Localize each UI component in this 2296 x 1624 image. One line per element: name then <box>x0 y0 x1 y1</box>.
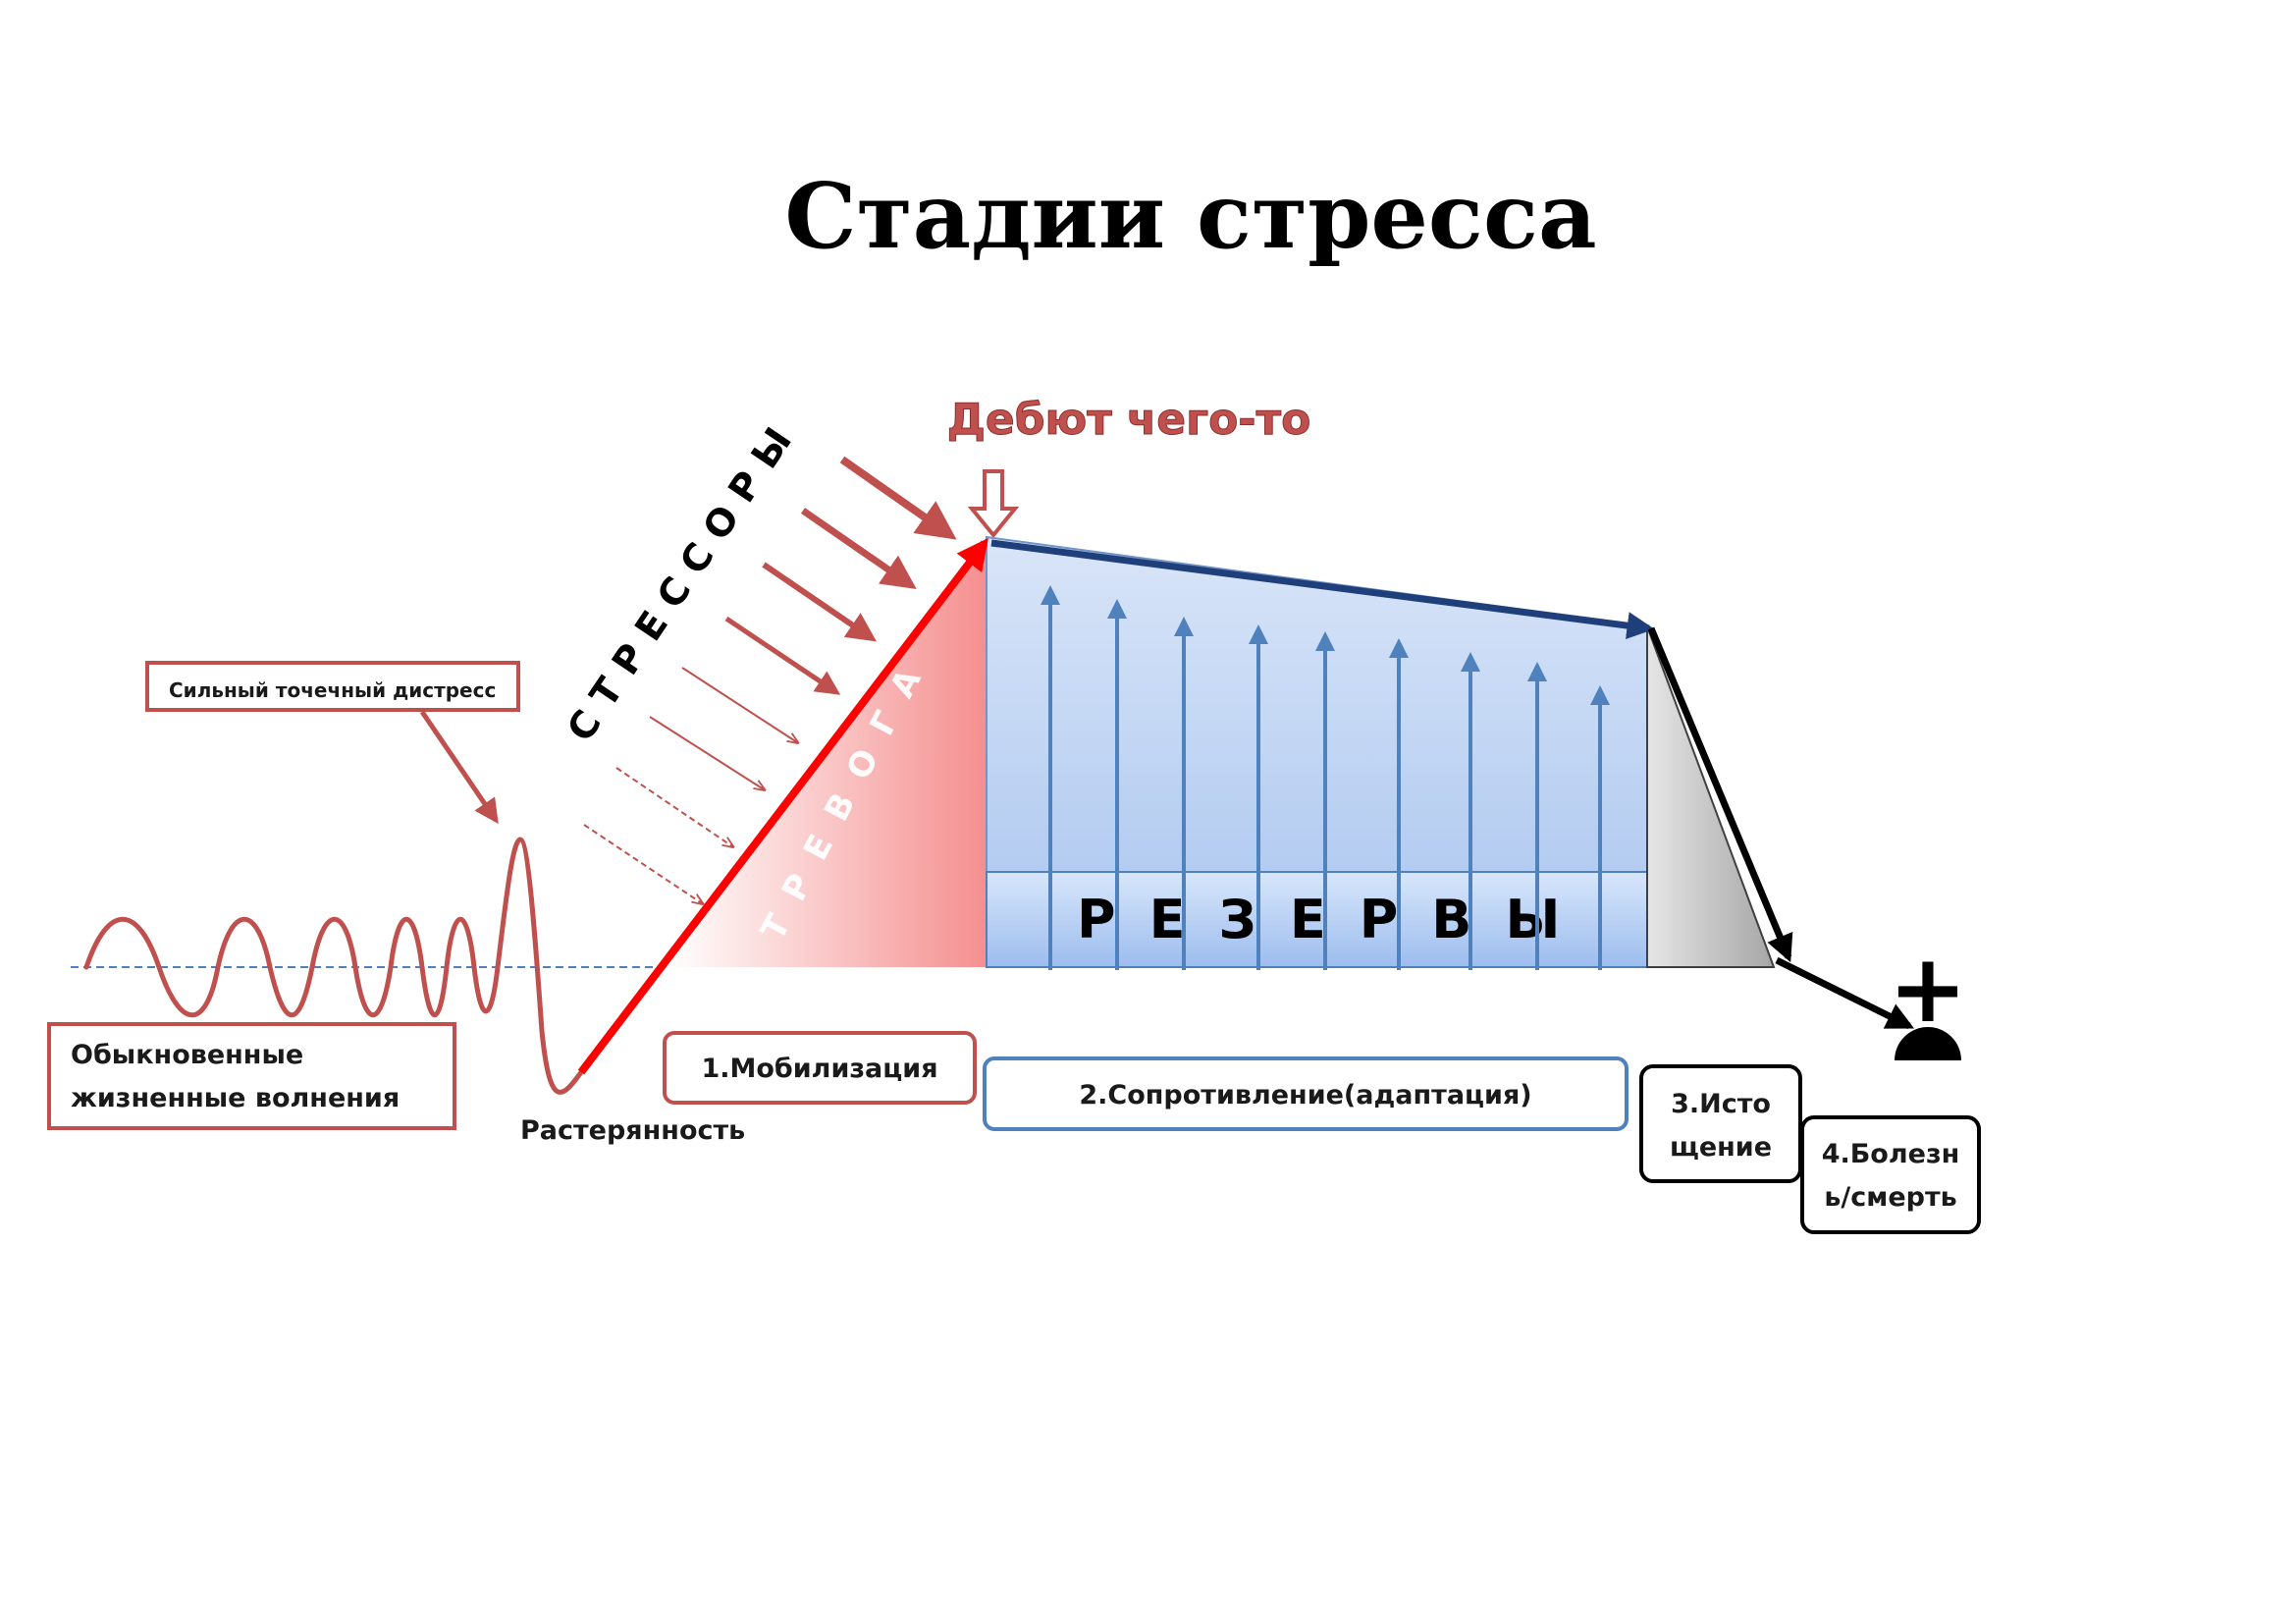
stage-disease-line2: ь/смерть <box>1824 1182 1956 1213</box>
stage-resistance-box <box>983 1056 1629 1131</box>
ordinary-worries-line1: Обыкновенные <box>71 1040 303 1070</box>
stressor-arrows <box>583 456 957 903</box>
resistance-line-arrow <box>990 539 1655 639</box>
stressor-arrow <box>839 456 957 540</box>
ordinary-worries-box <box>47 1022 456 1130</box>
stage-exhaustion-box <box>1639 1064 1802 1183</box>
stressor-arrow <box>724 616 841 695</box>
stressor-arrow <box>649 716 764 789</box>
debut-label: Дебют чего-то <box>947 395 1311 445</box>
exhaustion-arrow <box>1647 626 1793 963</box>
distress-pointer-arrow <box>419 710 499 825</box>
death-cross-icon: + <box>1889 934 1967 1044</box>
grave-mound-icon <box>1895 1027 1961 1060</box>
confusion-label: Растерянность <box>520 1115 745 1146</box>
stage-disease-line1: 4.Болезн <box>1822 1139 1960 1169</box>
debut-down-arrow-icon <box>967 469 1020 539</box>
reserves-label: РЕЗЕРВЫ <box>1077 889 1593 950</box>
stage-mobilization-label: 1.Мобилизация <box>701 1054 937 1084</box>
ordinary-worries-line2: жизненные волнения <box>71 1083 400 1113</box>
stressor-arrow <box>801 508 917 589</box>
death-arrow <box>1775 956 1915 1030</box>
stressor-arrow <box>615 767 732 846</box>
strong-distress-label: Сильный точечный дистресс <box>169 678 496 702</box>
alarm-arrow <box>577 537 988 1075</box>
diagram-title: Стадии стресса <box>784 163 1596 269</box>
strong-distress-box <box>145 661 520 712</box>
stage-mobilization-box <box>663 1031 977 1105</box>
reserve-arrows <box>1041 585 1610 970</box>
stage-resistance-label: 2.Сопротивление(адаптация) <box>1079 1080 1531 1110</box>
stressor-arrow <box>762 562 877 642</box>
stage-disease-box <box>1800 1115 1981 1234</box>
stage-exhaustion-line2: щение <box>1670 1132 1772 1163</box>
stressor-arrow <box>681 667 797 742</box>
exhaustion-area <box>1646 625 1776 968</box>
life-wave-line <box>83 837 584 1095</box>
stage-exhaustion-line1: 3.Исто <box>1671 1089 1771 1119</box>
stressor-arrow <box>583 824 702 903</box>
stressors-label: СТРЕССОРЫ <box>559 408 808 749</box>
